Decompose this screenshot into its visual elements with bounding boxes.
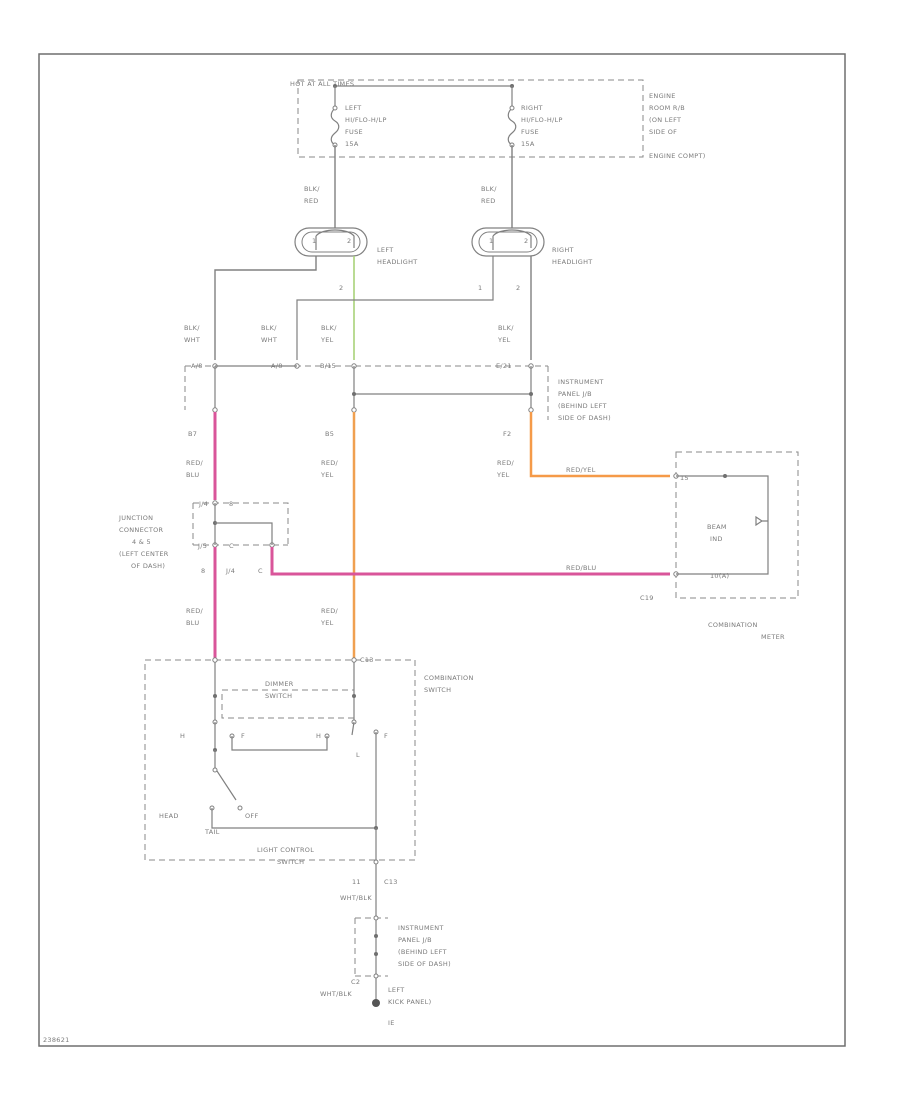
instrument-panel-jb-bottom: INSTRUMENT PANEL J/B (BEHIND LEFT SIDE O… [354,915,451,979]
svg-text:COMBINATION METER: COMBINATION METER [708,621,785,641]
svg-text:OFF: OFF [245,812,259,820]
svg-text:J/5: J/5 [197,542,207,550]
instrument-panel-jb-top: A/8 A/8 B/15 E/21 INSTRUMENT PANEL J/B (… [184,362,611,422]
svg-text:BLK/RED: BLK/RED [481,185,497,205]
svg-text:1: 1 [489,237,493,245]
left-headlight: 1 2 LEFT HEADLIGHT [294,227,418,266]
svg-text:WHT/BLK: WHT/BLK [320,990,352,998]
svg-text:L: L [356,751,360,759]
svg-text:RED/BLU: RED/BLU [566,564,596,572]
combination-meter: 15 10(A) BEAM IND C19 COMBINATION METER [640,451,799,641]
figure-id: 238621 [43,1036,70,1044]
svg-text:8: 8 [201,567,205,575]
ground-point: LEFT KICK PANEL) IE [372,986,431,1027]
svg-text:B7: B7 [188,430,197,438]
svg-text:C: C [258,567,263,575]
svg-text:LEFT KICK PANEL): LEFT KICK PANEL) [388,986,431,1006]
svg-text:2: 2 [524,237,528,245]
red-blu-wire-meter [270,547,670,576]
svg-text:15: 15 [680,474,689,482]
svg-text:LEFT HI/FLO-H/LP F: LEFT HI/FLO-H/LP FUSE 15A [345,104,389,148]
svg-text:BLK/WHT: BLK/WHT [184,324,200,344]
svg-text:10(A): 10(A) [710,572,729,580]
svg-text:2: 2 [339,284,343,292]
svg-text:1: 1 [312,237,316,245]
svg-text:F: F [384,732,388,740]
svg-text:RIGHT HI/FLO-H/LP: RIGHT HI/FLO-H/LP FUSE 15A [521,104,565,148]
svg-text:RIGHT HEADLIGHT: RIGHT HEADLIGHT [552,246,593,266]
svg-text:C: C [229,542,234,550]
svg-text:RED/YEL: RED/YEL [320,607,339,627]
junction-connector: J/4 8 J/5 C JUNCTION CONNECTOR 4 & 5 (LE… [118,500,289,575]
right-fuse: RIGHT HI/FLO-H/LP FUSE 15A [507,86,565,228]
combination-switch: C13 COMBINATION SWITCH DIMMER SWITCH H F… [144,656,476,880]
svg-text:BLK/RED: BLK/RED [304,185,320,205]
svg-text:H: H [180,732,185,740]
svg-text:8: 8 [229,500,233,508]
svg-text:F: F [241,732,245,740]
svg-text:RED/YEL: RED/YEL [566,466,596,474]
svg-text:HOT AT ALL TIMES: HOT AT ALL TIMES [290,80,354,88]
svg-text:RED/YEL: RED/YEL [496,459,515,479]
svg-text:C2: C2 [351,978,360,986]
svg-text:IE: IE [388,1019,395,1027]
svg-text:RED/YEL: RED/YEL [320,459,339,479]
svg-text:HEAD: HEAD [159,812,179,820]
svg-text:INSTRUMENT PANEL J/B: INSTRUMENT PANEL J/B (BEHIND LEFT SIDE O… [558,378,611,422]
svg-text:RED/BLU: RED/BLU [186,459,204,479]
svg-text:H: H [316,732,321,740]
svg-text:BEAM IND: BEAM IND [707,523,729,543]
red-yel-wire-meter [529,412,670,478]
svg-text:11: 11 [352,878,361,886]
engine-room-relay-box: HOT AT ALL TIMES ENGINE ROOM R/B (ON LEF… [290,79,706,160]
svg-text:2: 2 [516,284,520,292]
svg-text:B5: B5 [325,430,334,438]
svg-text:C13: C13 [384,878,398,886]
svg-text:BLK/YEL: BLK/YEL [497,324,514,344]
svg-text:RED/BLU: RED/BLU [186,607,204,627]
diagram-frame [38,53,846,1047]
svg-text:LEFT HEADLIGHT: LEFT HEADLIGHT [377,246,418,266]
svg-text:2: 2 [347,237,351,245]
right-headlight: 1 2 RIGHT HEADLIGHT [471,227,593,266]
svg-text:LIGHT CONTROL SWITCH: LIGHT CONTROL SWITCH [257,846,317,866]
svg-text:COMBINATION SWITCH: COMBINATION SWITCH [424,674,476,694]
svg-text:TAIL: TAIL [204,828,220,836]
svg-text:B/15: B/15 [320,362,336,370]
svg-text:J/4: J/4 [225,567,235,575]
engine-room-label: ENGINE ROOM R/B (ON LEFT SIDE OF ENGINE … [649,92,706,160]
svg-text:C19: C19 [640,594,654,602]
svg-text:F2: F2 [503,430,511,438]
left-fuse: LEFT HI/FLO-H/LP FUSE 15A [330,86,389,228]
svg-text:WHT/BLK: WHT/BLK [340,894,372,902]
svg-text:BLK/WHT: BLK/WHT [261,324,277,344]
svg-text:C13: C13 [360,656,374,664]
svg-text:DIMMER SWITCH: DIMMER SWITCH [265,680,296,700]
svg-text:1: 1 [478,284,482,292]
svg-text:JUNCTION CONNECTOR: JUNCTION CONNECTOR 4 & 5 (LEFT CENTER OF… [118,514,171,570]
svg-text:J/4: J/4 [198,500,208,508]
svg-text:INSTRUMENT PANEL J/B: INSTRUMENT PANEL J/B (BEHIND LEFT SIDE O… [398,924,451,968]
svg-text:E/21: E/21 [496,362,512,370]
svg-text:A/8: A/8 [191,362,203,370]
svg-text:BLK/YEL: BLK/YEL [320,324,337,344]
